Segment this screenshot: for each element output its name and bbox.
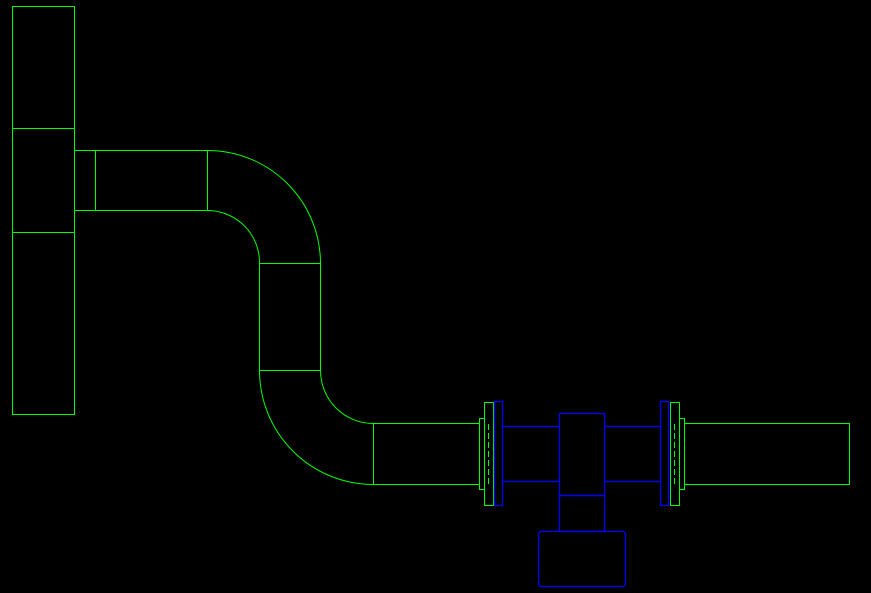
elbow-lower	[259, 370, 374, 485]
valve-flange	[493, 400, 504, 507]
tee-branch	[74, 150, 96, 211]
valve-bonnet	[558, 494, 606, 533]
flange-hub	[679, 418, 685, 490]
horizontal-pipe-upper	[95, 150, 208, 211]
flange-right	[659, 400, 685, 507]
vertical-pipe	[259, 263, 321, 371]
horizontal-pipe-right	[684, 423, 850, 485]
valve-actuator	[537, 530, 627, 588]
valve	[503, 412, 660, 588]
tee-fitting	[12, 6, 96, 415]
flange-plate	[484, 402, 494, 506]
valve-body	[558, 412, 606, 497]
horizontal-pipe-lower	[373, 423, 480, 485]
valve-body-ends	[503, 425, 660, 483]
flange-hub	[479, 418, 485, 490]
elbow-upper	[207, 150, 321, 264]
tee-body	[12, 6, 75, 415]
flange-left	[479, 400, 504, 507]
valve-flange	[659, 400, 670, 507]
